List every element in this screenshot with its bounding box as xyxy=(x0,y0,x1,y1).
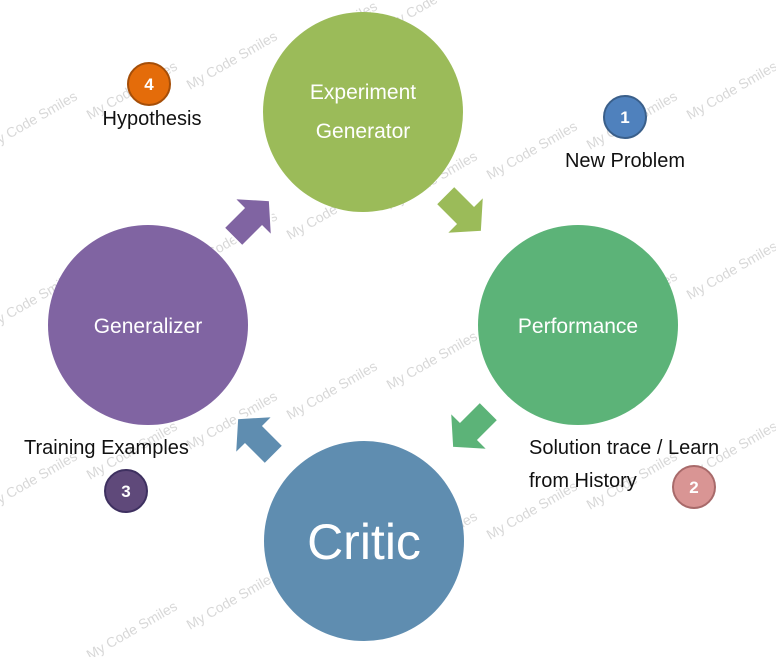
watermark-text: My Code Smiles xyxy=(184,568,280,633)
watermark-text: My Code Smiles xyxy=(384,328,480,393)
step-3-badge xyxy=(104,469,148,513)
arrow-generalizer-to-generator xyxy=(222,196,274,248)
node-experiment-generator: Experiment Generator xyxy=(263,12,463,212)
watermark-text: My Code Smiles xyxy=(284,358,380,423)
step-1-badge xyxy=(603,95,647,139)
arrow-performance-to-critic-shape xyxy=(448,400,500,452)
watermark-text: My Code Smiles xyxy=(84,598,180,657)
step-1-label: New Problem xyxy=(565,150,685,172)
watermark-text: My Code Smiles xyxy=(184,28,280,93)
arrow-generator-to-performance-shape xyxy=(434,184,486,236)
step-1: 1 New Problem xyxy=(565,95,685,172)
node-experiment-generator-circle xyxy=(263,12,463,212)
step-4: 4 Hypothesis xyxy=(103,62,202,130)
step-1-number: 1 xyxy=(620,108,629,127)
node-performance: Performance xyxy=(478,225,678,425)
node-experiment-generator-label-line1: Experiment xyxy=(310,81,416,104)
node-critic: Critic xyxy=(264,441,464,641)
arrow-critic-to-generalizer xyxy=(233,414,285,466)
step-4-badge xyxy=(127,62,171,106)
step-2-label-line2: from History xyxy=(529,470,637,492)
step-3-label: Training Examples xyxy=(24,437,189,459)
step-2: Solution trace / Learn from History 2 xyxy=(529,437,719,509)
node-generalizer-circle xyxy=(48,225,248,425)
step-3: Training Examples 3 xyxy=(24,437,189,513)
arrow-generator-to-performance xyxy=(434,184,486,236)
node-generalizer-label: Generalizer xyxy=(94,315,203,338)
step-4-label: Hypothesis xyxy=(103,108,202,130)
node-critic-label: Critic xyxy=(307,514,421,570)
step-2-label-line1: Solution trace / Learn xyxy=(529,437,719,459)
node-critic-circle xyxy=(264,441,464,641)
arrow-performance-to-critic xyxy=(448,400,500,452)
step-4-number: 4 xyxy=(144,75,154,94)
watermark-text: My Code Smiles xyxy=(484,0,580,3)
watermark-text: My Code Smiles xyxy=(684,238,776,303)
step-3-number: 3 xyxy=(121,482,130,501)
watermark-text: My Code Smiles xyxy=(684,58,776,123)
node-experiment-generator-label-line2: Generator xyxy=(316,120,411,143)
step-2-number: 2 xyxy=(689,478,698,497)
watermark-text: My Code Smiles xyxy=(0,88,80,153)
step-2-badge xyxy=(672,465,716,509)
arrow-critic-to-generalizer-shape xyxy=(233,414,285,466)
node-performance-label: Performance xyxy=(518,315,638,338)
node-performance-circle xyxy=(478,225,678,425)
node-generalizer: Generalizer xyxy=(48,225,248,425)
arrow-generalizer-to-generator-shape xyxy=(222,196,274,248)
